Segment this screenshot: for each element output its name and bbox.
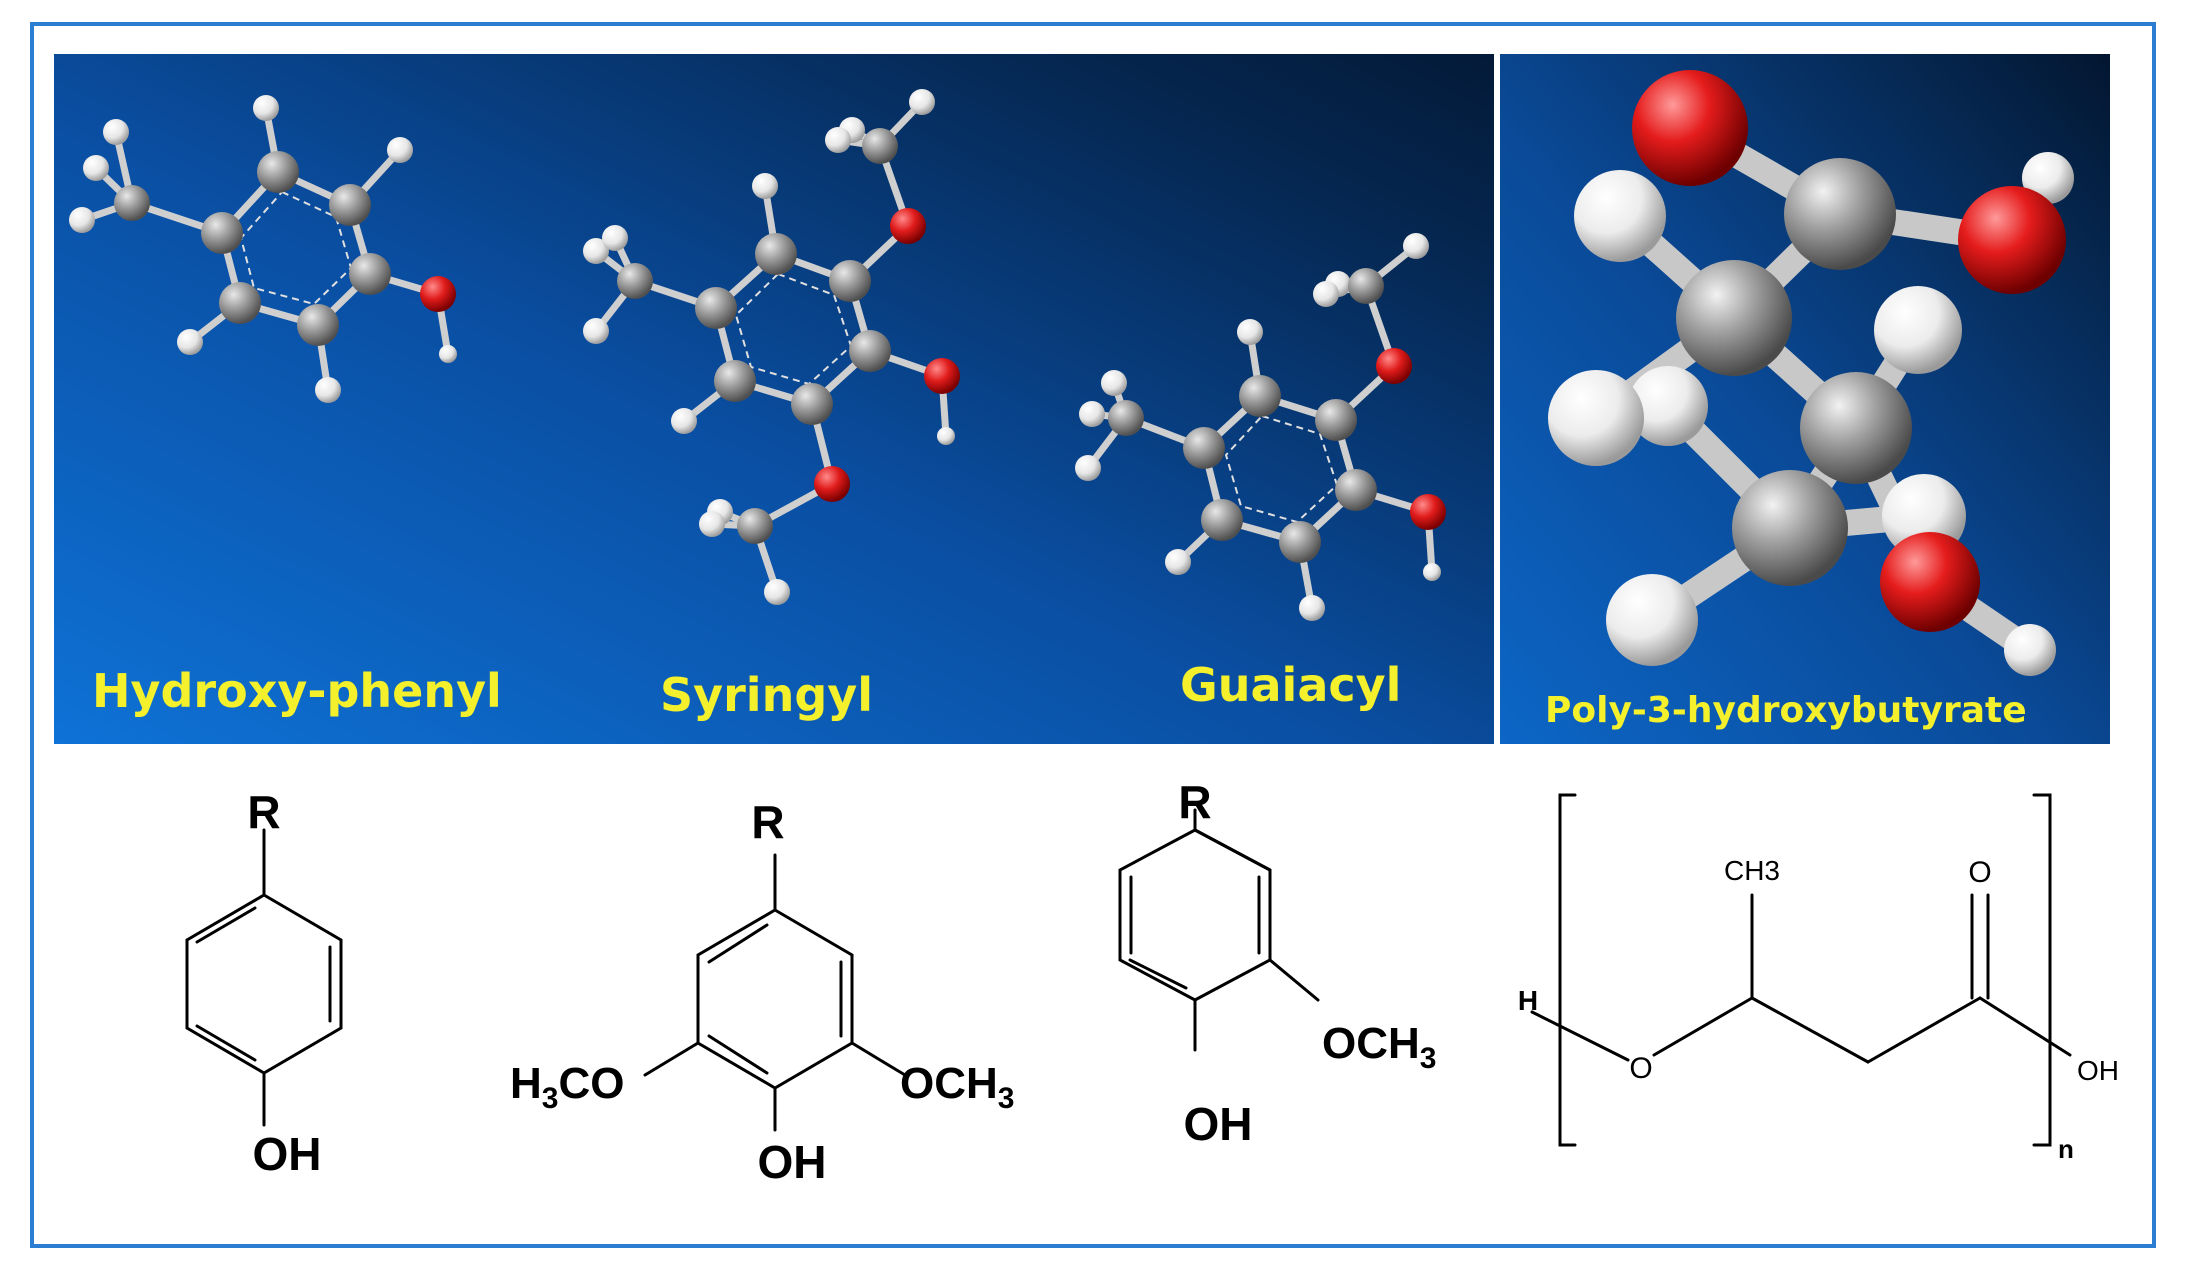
label-syringyl: Syringyl [660, 668, 873, 722]
label-guaiacyl: Guaiacyl [1180, 658, 1402, 712]
hydroxyphenyl-skeletal [185, 828, 343, 1127]
syringyl-right-methoxy-label: OCH3 [900, 1059, 1014, 1115]
guaiacyl-oh-label: OH [1184, 1098, 1253, 1150]
phb-skeletal [1530, 793, 2072, 1147]
phb-carbonyl-o-label: O [1968, 856, 1991, 889]
guaiacyl-r-label: R [1178, 776, 1211, 828]
label-phb: Poly-3-hydroxybutyrate [1545, 690, 2027, 731]
phb-ester-o-label: O [1629, 1052, 1652, 1085]
label-hydroxyphenyl: Hydroxy-phenyl [92, 664, 502, 718]
phb-ch3-label: CH3 [1724, 855, 1780, 886]
guaiacyl-model [1060, 220, 1480, 640]
guaiacyl-right-methoxy-label: OCH3 [1322, 1019, 1436, 1075]
syringyl-model [560, 86, 980, 626]
syringyl-oh-label: OH [758, 1136, 827, 1188]
phb-repeat-n-label: n [2058, 1134, 2074, 1164]
hydroxyphenyl-r-label: R [247, 786, 280, 838]
hydroxyphenyl-model [60, 80, 480, 420]
syringyl-skeletal [643, 853, 907, 1132]
syringyl-r-label: R [751, 796, 784, 848]
hydroxyphenyl-oh-label: OH [253, 1128, 322, 1180]
phb-model [1500, 54, 2110, 684]
phb-oh-label: OH [2077, 1055, 2119, 1086]
syringyl-left-methoxy-label: H3CO [510, 1059, 624, 1115]
phb-h-label: H [1518, 985, 1538, 1016]
guaiacyl-skeletal [1118, 808, 1320, 1052]
